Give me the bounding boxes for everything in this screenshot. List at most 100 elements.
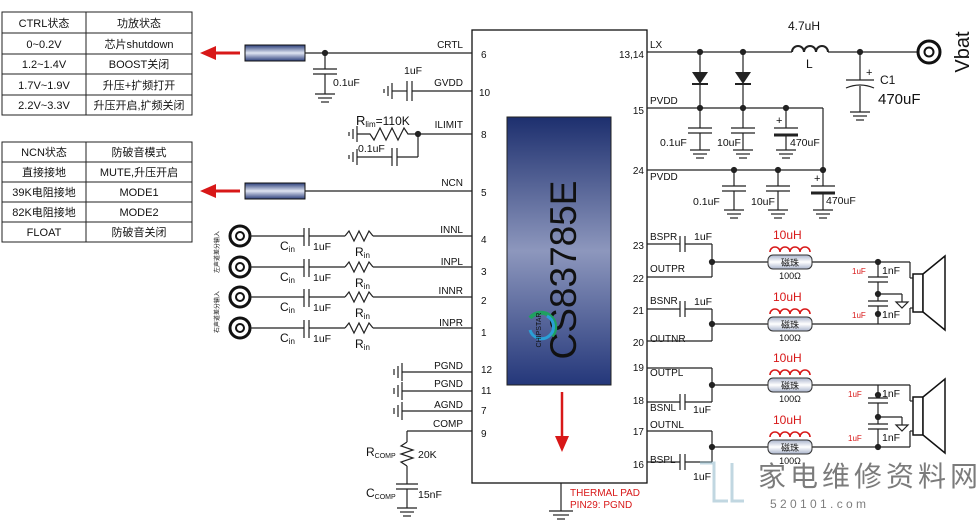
pvdd15-cap-plus: + [776,115,782,127]
pin-name: BSPR [650,232,677,243]
bead-value: 100Ω [779,333,801,343]
ilimit-net [348,126,472,166]
pin-name: COMP [433,419,463,430]
ic-chip: CS83785E CHIPSTAR [471,29,648,484]
pin-name: PVDD [650,172,678,183]
gvdd-net [383,81,472,101]
out-cap-red: 1uF [848,434,862,443]
ctrl-cell: 升压开启,扩频关闭 [93,98,184,112]
bs-cap: 1uF [693,471,711,483]
rin-label: Rin [355,306,370,321]
rin-label: Rin [355,245,370,260]
pin-name: OUTNL [650,420,684,431]
pvdd24-cap-3: 470uF [826,195,856,207]
input-channel-innl [228,224,472,248]
pin-name: INNR [439,286,463,297]
watermark-main: 家电维修资料网 [758,461,977,492]
pin-name: BSNR [650,296,678,307]
ctrl-cell: 1.7V~1.9V [18,80,70,92]
chip-die [506,116,612,386]
crtl-arrow [200,46,240,60]
ncn-arrow [200,184,240,198]
ferrite-bead [767,439,813,455]
pin-name: BSPL [650,455,676,466]
inductor-value: 4.7uH [788,19,820,33]
cin-label: Cin [280,300,295,315]
left-pins: CRTL 6 GVDD 10 ILIMIT 8 NCN 5 INNL 4 INP… [433,40,493,440]
ilimit-cap-value: 0.1uF [358,143,385,155]
input-channels: Cin 1uF Rin Cin 1uF Rin Cin 1uF Rin Cin … [213,224,472,352]
pin-number: 2 [481,296,487,307]
out-cap: 1nF [882,309,900,321]
c1-name: C1 [880,73,896,87]
pin-name: BSNL [650,403,677,414]
pin-number: 15 [633,106,645,117]
ncn-cell: 39K电阻接地 [12,186,76,199]
pin-number: 22 [633,274,645,285]
pvdd15-cap-1: 0.1uF [660,137,687,149]
bead-name: 磁珠 [781,380,799,391]
chip-name: CS83785E [543,181,584,360]
left-input-label: 左声道差分输入 [213,231,221,273]
ctrl-cell: 0~0.2V [26,39,62,51]
cin-value: 1uF [313,241,331,253]
ctrl-cell: 芯片shutdown [104,37,173,51]
c1-value: 470uF [878,91,921,108]
right-pins: LX 13,14 PVDD 15 PVDD 24 BSPR 23 OUTPR 2… [619,40,686,471]
output-filters: 1uF 1uF 1uF 1uF 10uH 10uH 10uH 10uH 磁珠 磁… [647,228,946,483]
filter-inductor: 10uH [773,290,802,304]
pin-name: INPR [439,318,463,329]
ncn-header-2: 防破音模式 [112,145,167,159]
pin-number: 13,14 [619,50,644,61]
bs-cap: 1uF [693,404,711,416]
pin-number: 7 [481,406,487,417]
watermark: 家电维修资料网 5 2 0 1 0 1 . c o m [700,461,977,511]
bs-cap: 1uF [694,231,712,243]
pin-number: 8 [481,130,487,141]
thermal-ground [549,483,573,520]
inductor-name: L [806,57,813,71]
bead-value: 100Ω [779,394,801,404]
out-cap: 1nF [882,432,900,444]
ccomp-value: 15nF [418,489,442,501]
pin-name: ILIMIT [435,120,463,131]
ferrite-bead [767,316,813,332]
pvdd15-cap-3: 470uF [790,137,820,149]
ncn-cell: MUTE,升压开启 [100,166,178,179]
ctrl-header-2: 功放状态 [117,16,161,30]
filter-coils [769,246,811,438]
chip-logo-text: CHIPSTAR [536,313,543,348]
pin-number: 3 [481,267,487,278]
pin-number: 11 [481,386,492,397]
ferrite-bead [767,377,813,393]
pin-name: CRTL [437,40,463,51]
ncn-cell: 直接接地 [22,165,66,179]
cin-label: Cin [280,270,295,285]
vbat-label: Vbat [952,31,974,73]
vbat-connector [916,39,942,65]
input-channel-inpl [228,255,472,279]
pin-name: INPL [441,257,464,268]
cin-value: 1uF [313,272,331,284]
speaker-left [909,377,946,455]
ctrl-header-1: CTRL状态 [19,16,70,30]
ctrl-cell: 升压+扩频打开 [103,78,175,92]
pin-number: 10 [479,88,491,99]
ncn-cell: FLOAT [27,227,62,239]
pvdd24-cap-plus: + [814,173,820,185]
ccomp-label: CCOMP [366,486,396,501]
pin-name: PGND [434,379,463,390]
rcomp-label: RCOMP [366,445,396,460]
c1-plus: + [866,67,872,79]
ctrl-cell: BOOST关闭 [109,57,170,71]
ctrl-table: CTRL状态 功放状态 0~0.2V 芯片shutdown 1.2~1.4V B… [1,11,193,116]
pin-number: 16 [633,460,645,471]
pin-name: OUTPR [650,264,685,275]
pin-number: 12 [481,365,493,376]
pin-name: INNL [440,225,463,236]
ncn-connector [244,182,306,200]
pin-name: LX [650,40,663,51]
pvdd15-net [647,84,824,170]
bs-cap: 1uF [694,296,712,308]
pin-number: 23 [633,241,645,252]
